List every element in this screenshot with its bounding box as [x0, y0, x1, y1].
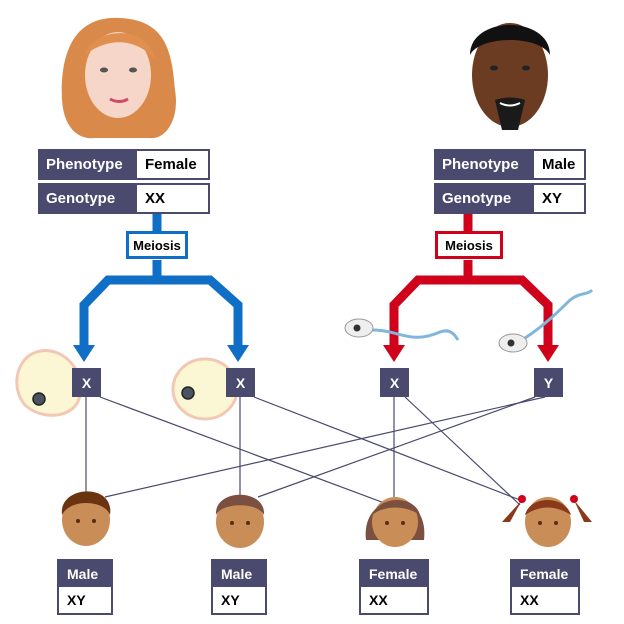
- sperm-cell-1: [344, 318, 460, 341]
- child-sex: Male: [213, 561, 265, 587]
- child-genotype: XY: [59, 587, 111, 613]
- egg-cell-1: [15, 349, 82, 417]
- genotype-label: Genotype: [40, 185, 137, 212]
- sperm-cell-2: [498, 288, 594, 353]
- sperm-chromosome-2: Y: [534, 368, 563, 397]
- mother-face: [61, 17, 176, 139]
- father-meiosis-label: Meiosis: [435, 231, 503, 259]
- father-phenotype: Male: [534, 151, 584, 178]
- egg-chromosome-2: X: [226, 368, 255, 397]
- child-face-4: [502, 495, 592, 547]
- child-face-2: [215, 494, 265, 548]
- child-genotype: XX: [361, 587, 427, 613]
- egg-chromosome-1: X: [72, 368, 101, 397]
- mother-phenotype: Female: [137, 151, 208, 178]
- child-face-3: [365, 497, 425, 547]
- child-genotype: XY: [213, 587, 265, 613]
- child-genotype: XX: [512, 587, 578, 613]
- genotype-label: Genotype: [436, 185, 534, 212]
- egg-cell-2: [171, 357, 239, 421]
- inheritance-lines: [85, 396, 546, 508]
- mother-genotype: XX: [137, 185, 208, 212]
- child-sex: Male: [59, 561, 111, 587]
- child-sex: Female: [361, 561, 427, 587]
- mother-meiosis-label: Meiosis: [126, 231, 188, 259]
- phenotype-label: Phenotype: [40, 151, 137, 178]
- mother-meiosis-arrows: [79, 214, 243, 345]
- child-sex: Female: [512, 561, 578, 587]
- phenotype-label: Phenotype: [436, 151, 534, 178]
- father-genotype: XY: [534, 185, 584, 212]
- father-meiosis-arrows: [389, 214, 553, 345]
- father-face: [470, 23, 550, 130]
- child-face-1: [61, 491, 111, 546]
- sperm-chromosome-1: X: [380, 368, 409, 397]
